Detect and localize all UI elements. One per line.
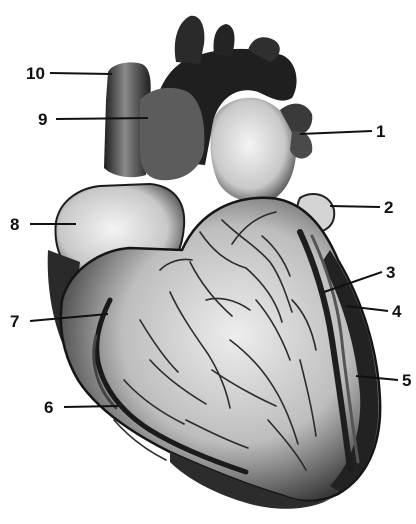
label-3: 3	[386, 263, 395, 282]
ascending-aorta	[140, 88, 204, 180]
leader-line-9	[56, 118, 148, 119]
leader-line-2	[330, 206, 380, 207]
label-7: 7	[10, 312, 19, 331]
label-4: 4	[392, 302, 402, 321]
heart-illustration	[48, 16, 380, 509]
left-atrium-appendage-upper	[290, 131, 312, 158]
label-5: 5	[402, 371, 411, 390]
label-10: 10	[26, 64, 45, 83]
leader-line-6	[64, 406, 118, 407]
label-6: 6	[44, 398, 53, 417]
leader-line-10	[50, 73, 112, 74]
leader-line-1	[300, 131, 372, 134]
label-2: 2	[384, 198, 393, 217]
left-carotid-artery	[214, 24, 235, 56]
brachiocephalic-trunk	[175, 16, 205, 64]
label-8: 8	[10, 215, 19, 234]
label-1: 1	[376, 122, 385, 141]
label-9: 9	[38, 110, 47, 129]
